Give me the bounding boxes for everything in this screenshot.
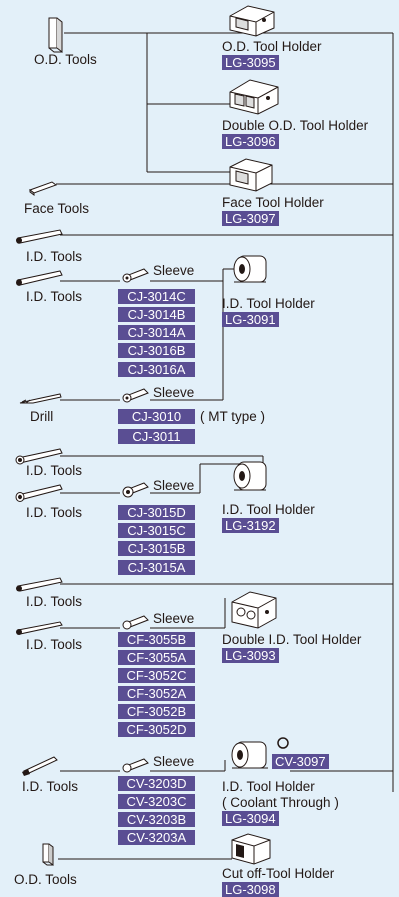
holder-code: LG-3192 [222, 518, 279, 533]
holder-code: LG-3093 [222, 648, 279, 663]
id-tools-label: I.D. Tools [26, 463, 83, 478]
sleeve-code: CJ-3011 [118, 429, 195, 444]
sleeve-code: CF-3052B [118, 704, 195, 719]
sleeve-label: Sleeve [153, 385, 195, 400]
id-tools-label: I.D. Tools [26, 289, 83, 304]
id-tool-holder-name: I.D. Tool Holder [222, 502, 315, 517]
double-od-tool-holder-name: Double O.D. Tool Holder [222, 118, 369, 133]
boring-bar-icon [15, 484, 63, 502]
holder-code: LG-3094 [222, 811, 279, 826]
sleeve-code: CV-3203C [118, 794, 195, 809]
sleeve-icon [122, 758, 149, 773]
boring-bar-icon [16, 229, 63, 244]
boring-bar-icon [15, 448, 63, 465]
id-tool-holder-icon [233, 255, 267, 283]
sleeve-code: CF-3052D [118, 722, 195, 737]
drill-label: Drill [30, 409, 54, 424]
holder-code: LG-3091 [222, 312, 279, 327]
sleeve-code: CV-3203B [118, 812, 195, 827]
holder-code: LG-3098 [222, 882, 279, 897]
sleeve-code: CJ-3014A [118, 325, 195, 340]
sleeve-code: CJ-3010 [118, 409, 195, 424]
sleeve-label: Sleeve [153, 611, 195, 626]
sleeve-code: CF-3055B [118, 632, 195, 647]
sleeve-code: CJ-3016A [118, 362, 195, 377]
sleeve-code: CJ-3015D [118, 505, 195, 520]
id-tool-holder-icon [233, 461, 267, 491]
sleeve-icon [122, 268, 149, 283]
double-od-tool-holder-icon [229, 79, 279, 115]
holder-code: LG-3097 [222, 211, 279, 226]
sleeve-code: CV-3203D [118, 776, 195, 791]
od-tools-label: O.D. Tools [14, 872, 77, 887]
sleeve-code: CF-3052C [118, 668, 195, 683]
coolant-through-note: ( Coolant Through ) [222, 795, 339, 810]
drill-icon [19, 393, 62, 404]
double-id-tool-holder-name: Double I.D. Tool Holder [222, 632, 362, 647]
face-tool-holder-icon [229, 158, 273, 192]
coolant-id-tool-holder-name: I.D. Tool Holder [222, 779, 315, 794]
od-tool-holder-name: O.D. Tool Holder [222, 39, 322, 54]
sleeve-code: CJ-3014B [118, 307, 195, 322]
boring-bar-icon [16, 621, 63, 635]
sleeve-code: CJ-3015A [118, 560, 195, 575]
mt-type-note: ( MT type ) [200, 409, 266, 424]
sleeve-code: CF-3055A [118, 650, 195, 665]
id-tools-label: I.D. Tools [26, 637, 83, 652]
coolant-id-tool-holder-icon [231, 741, 268, 769]
cutoff-tool-holder-icon [231, 833, 271, 865]
sleeve-icon [122, 482, 149, 498]
boring-bar-icon [16, 577, 63, 592]
face-tools-label: Face Tools [24, 201, 90, 216]
od-tools-label: O.D. Tools [34, 52, 97, 67]
id-tool-holder-name: I.D. Tool Holder [222, 296, 315, 311]
o-ring-code: CV-3097 [272, 754, 329, 769]
holder-code: LG-3095 [222, 55, 279, 70]
face-tool-icon [28, 181, 58, 196]
coolant-boring-bar-icon [22, 756, 58, 776]
sleeve-code: CJ-3014C [118, 289, 195, 304]
id-tools-label: I.D. Tools [22, 779, 79, 794]
sleeve-label: Sleeve [153, 478, 195, 493]
face-tool-holder-name: Face Tool Holder [222, 195, 324, 210]
od-tool-icon [42, 843, 54, 866]
sleeve-code: CJ-3016B [118, 343, 195, 358]
sleeve-icon [122, 615, 149, 630]
sleeve-icon [122, 388, 149, 403]
sleeve-code: CJ-3015B [118, 541, 195, 556]
sleeve-code: CF-3052A [118, 686, 195, 701]
holder-code: LG-3096 [222, 134, 279, 149]
od-tool-icon [48, 17, 63, 54]
id-tools-label: I.D. Tools [26, 249, 83, 264]
od-tool-holder-icon [229, 5, 275, 37]
sleeve-label: Sleeve [153, 263, 195, 278]
id-tools-label: I.D. Tools [26, 505, 83, 520]
cutoff-tool-holder-name: Cut off-Tool Holder [222, 866, 335, 881]
sleeve-code: CV-3203A [118, 830, 195, 845]
double-id-tool-holder-icon [231, 591, 277, 629]
sleeve-label: Sleeve [153, 754, 195, 769]
sleeve-code: CJ-3015C [118, 523, 195, 538]
boring-bar-icon [16, 270, 63, 286]
o-ring-icon [277, 737, 289, 749]
id-tools-label: I.D. Tools [26, 594, 83, 609]
